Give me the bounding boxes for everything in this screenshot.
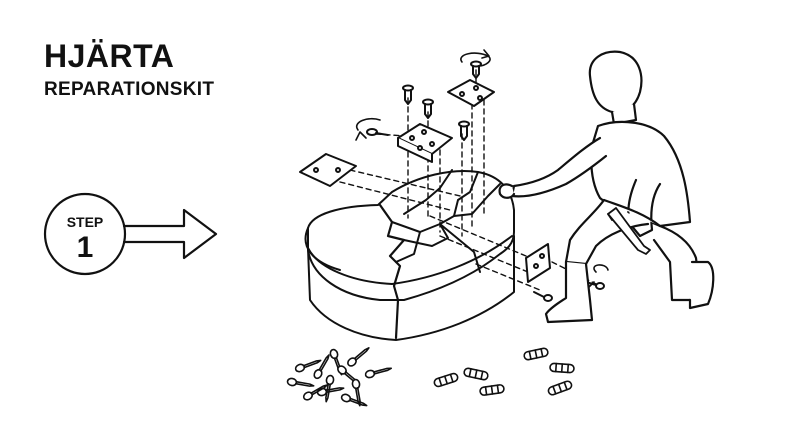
- worker-figure: [498, 50, 715, 324]
- product-title: HJÄRTA: [44, 38, 175, 74]
- loose-screws: [286, 347, 393, 407]
- screw-icon: [366, 60, 605, 302]
- step-label: STEP: [66, 214, 104, 230]
- rotate-arrow-icon: [355, 49, 609, 289]
- dowel-icon: [433, 347, 575, 396]
- step-arrow-icon: [122, 208, 218, 260]
- bracket-plate-icon: [299, 79, 551, 283]
- broken-heart: [304, 169, 515, 341]
- hex-key-icon: [607, 207, 651, 255]
- step-badge: [43, 192, 127, 276]
- step-number: 1: [76, 231, 94, 264]
- product-subtitle: REPARATIONSKIT: [44, 79, 215, 100]
